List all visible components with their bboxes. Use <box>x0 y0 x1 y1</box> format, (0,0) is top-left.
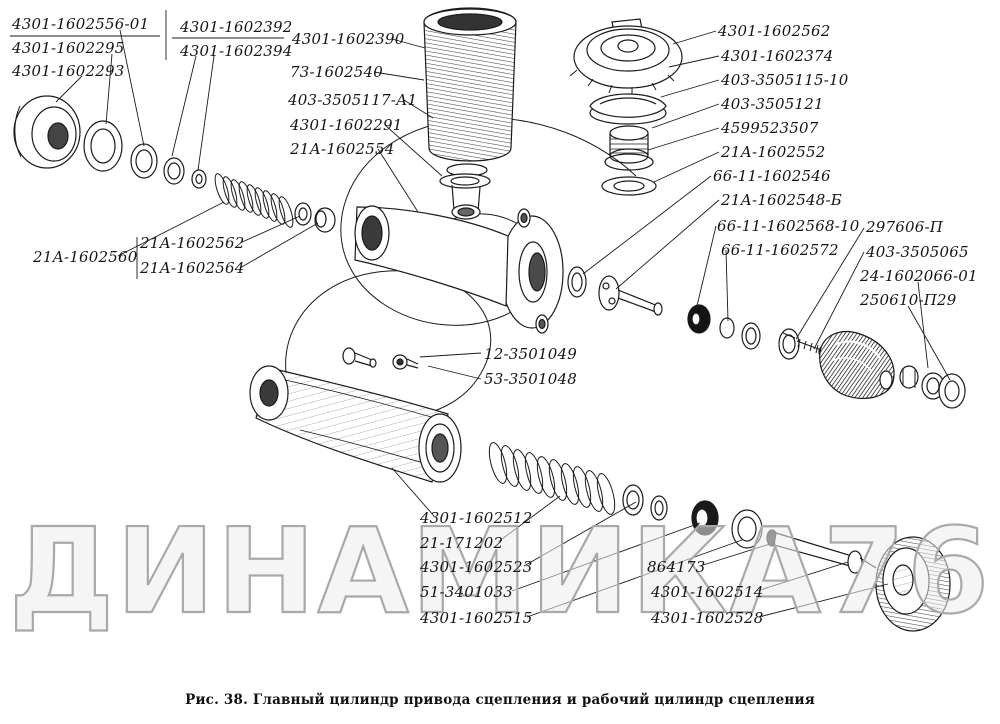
master-cylinder-body-drawing <box>354 184 564 334</box>
part-label: 12-3501049 <box>484 345 577 363</box>
part-label: 4301-1602512 <box>420 509 533 527</box>
slave-cylinder-body-drawing <box>249 365 462 483</box>
part-label: 4301-1602514 <box>651 583 764 601</box>
part-label: 403-3505121 <box>721 95 824 113</box>
part-label: 21А-1602554 <box>290 140 395 158</box>
master-spring-drawing <box>214 173 294 228</box>
washer-drawing <box>83 120 123 172</box>
part-label: 4301-1602291 <box>290 116 403 134</box>
part-label: 73-1602540 <box>290 63 383 81</box>
part-label: 21А-1602562 <box>140 234 245 252</box>
leader-lines <box>55 29 951 618</box>
part-label: 864173 <box>647 558 706 576</box>
figure-caption: Рис. 38. Главный цилиндр привода сцеплен… <box>185 692 815 708</box>
part-label: 4301-1602374 <box>721 47 834 65</box>
slave-pushrod-drawing <box>766 529 877 574</box>
filler-fitting-drawing <box>604 125 654 171</box>
part-label: 297606-П <box>866 218 944 236</box>
rod-seal-drawing <box>687 304 826 360</box>
part-label: 403-3505117-А1 <box>288 91 418 109</box>
part-label: 4301-1602515 <box>420 609 533 627</box>
label-rule-lines <box>10 10 284 279</box>
pushrod-drawing <box>598 275 663 316</box>
part-label: 4301-1602293 <box>12 62 125 80</box>
part-label: 51-3401033 <box>420 583 513 601</box>
part-label: 4301-1602528 <box>651 609 764 627</box>
part-label: 4301-1602394 <box>180 42 293 60</box>
fitting-nut-drawing <box>13 95 81 169</box>
part-label: 4301-1602295 <box>12 39 125 57</box>
part-label: 66-11-1602572 <box>721 241 839 259</box>
reservoir-drawing <box>423 7 517 189</box>
rubber-boot-drawing <box>819 331 895 400</box>
watermark: ДИНАМИКА76 <box>9 502 991 640</box>
bleeder-valve-drawing <box>342 347 419 370</box>
part-label: 21А-1602548-Б <box>721 191 843 209</box>
part-label: 4599523507 <box>721 119 819 137</box>
filler-washer-drawing <box>601 176 657 196</box>
part-label: 53-3501048 <box>484 370 577 388</box>
slave-piston-parts-drawing <box>622 484 763 549</box>
part-label: 4301-1602523 <box>420 558 533 576</box>
seal-ring-drawing <box>130 143 207 189</box>
part-label: 21-171202 <box>420 534 504 552</box>
boot-nut-drawing <box>899 365 966 409</box>
slave-end-cap-drawing <box>875 536 951 632</box>
diaphragm-drawing <box>589 93 667 125</box>
part-label: 4301-1602390 <box>292 30 405 48</box>
part-label: 24-1602066-01 <box>860 267 978 285</box>
part-label: 403-3505065 <box>866 243 969 261</box>
part-label: 21А-1602560 <box>33 248 138 266</box>
flange-washer-drawing <box>567 266 587 298</box>
part-label: 21А-1602552 <box>721 143 826 161</box>
part-label: 403-3505115-10 <box>721 71 849 89</box>
part-label: 21А-1602564 <box>140 259 245 277</box>
cap-drawing <box>569 18 683 95</box>
part-label: 4301-1602392 <box>180 18 293 36</box>
slave-spring-drawing <box>488 442 616 515</box>
part-label: 66-11-1602546 <box>713 167 831 185</box>
part-label: 4301-1602556-01 <box>12 15 150 33</box>
part-label: 66-11-1602568-10 <box>717 217 860 235</box>
piston-cup-drawing <box>294 202 336 233</box>
part-label: 250610-П29 <box>860 291 957 309</box>
part-label: 4301-1602562 <box>718 22 831 40</box>
